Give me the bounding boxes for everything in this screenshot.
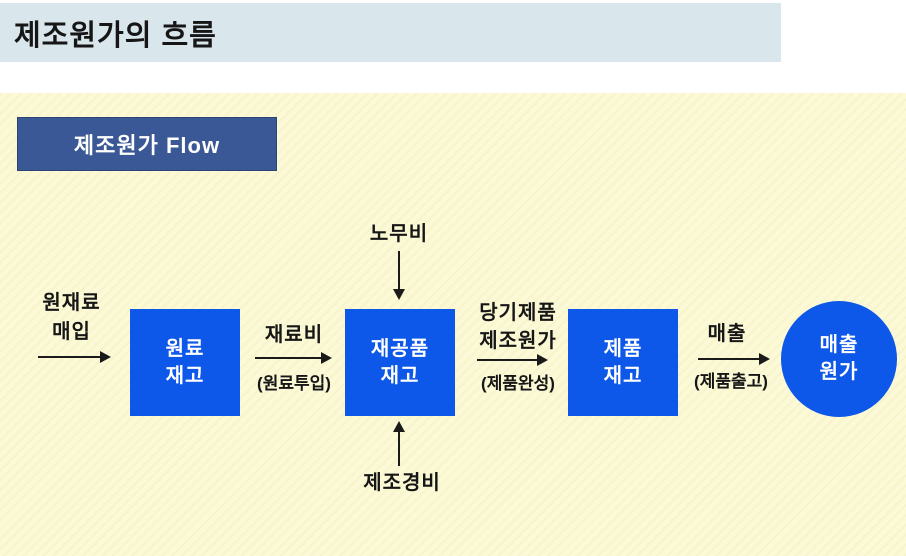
label-raw-material-purchase: 원재료 매입 bbox=[42, 292, 101, 343]
label-manufacturing-overhead: 제조경비 bbox=[363, 472, 441, 494]
node-cost-of-sales: 매출 원가 bbox=[781, 301, 897, 417]
arrow-shaft bbox=[477, 359, 539, 361]
label-material-cost: 재료비 bbox=[264, 324, 324, 346]
arrow-shaft bbox=[255, 357, 323, 359]
flow-heading: 제조원가 Flow bbox=[17, 117, 277, 171]
node-finished-goods-inventory: 제품 재고 bbox=[568, 309, 678, 416]
label-material-cost-sub: (원료투입) bbox=[257, 374, 331, 393]
arrow-material-right bbox=[255, 352, 332, 364]
label-labor-cost: 노무비 bbox=[369, 223, 429, 245]
label-sales: 매출 bbox=[707, 323, 747, 345]
flow-heading-label: 제조원가 Flow bbox=[73, 133, 221, 158]
arrow-shaft bbox=[398, 251, 400, 291]
arrow-overhead-up bbox=[393, 421, 405, 466]
node-wip-inventory: 재공품 재고 bbox=[345, 309, 455, 416]
arrow-sales-right bbox=[698, 353, 770, 365]
arrow-shaft bbox=[698, 358, 761, 360]
arrow-shaft bbox=[38, 356, 102, 358]
node-raw-materials-inventory: 원료 재고 bbox=[130, 309, 240, 416]
arrow-head-icon bbox=[393, 289, 405, 300]
arrow-cogm-right bbox=[477, 354, 548, 366]
label-sales-sub: (제품출고) bbox=[694, 372, 768, 391]
arrow-head-icon bbox=[537, 354, 548, 366]
arrow-labor-down bbox=[393, 251, 405, 300]
title-bar: 제조원가의 흐름 bbox=[0, 3, 781, 62]
page-title: 제조원가의 흐름 bbox=[14, 19, 217, 52]
arrow-head-icon bbox=[759, 353, 770, 365]
diagram-panel: 제조원가 Flow 원재료 매입 원료 재고 재료비 (원료투입) 노무비 재공… bbox=[0, 93, 906, 556]
arrow-head-icon bbox=[100, 351, 111, 363]
label-cogm: 당기제품 제조원가 bbox=[479, 302, 557, 352]
arrow-shaft bbox=[398, 430, 400, 466]
arrow-head-icon bbox=[393, 421, 405, 432]
label-cogm-sub: (제품완성) bbox=[481, 374, 555, 393]
arrow-head-icon bbox=[321, 352, 332, 364]
arrow-purchase-right bbox=[38, 351, 111, 363]
